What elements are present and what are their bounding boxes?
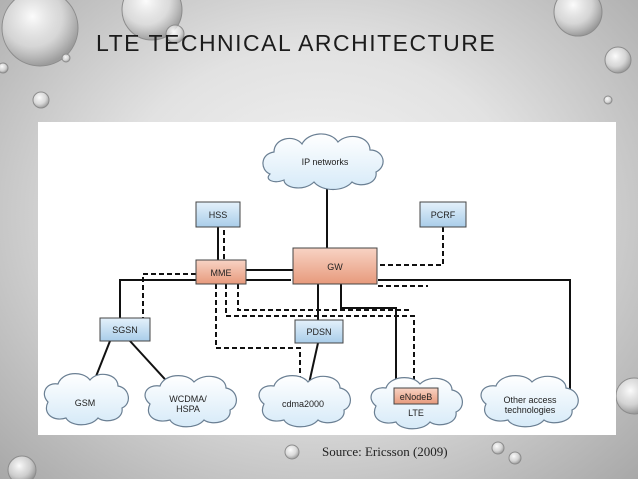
bubble-13 <box>508 451 522 465</box>
dash-pcrf-gw <box>378 227 444 266</box>
other-access-label-line2: technologies <box>505 405 556 415</box>
diagram-panel: IP networks HSS PCRF MME GW <box>38 122 616 435</box>
hss-box: HSS <box>195 201 241 228</box>
bubble-3 <box>165 24 185 44</box>
sgsn-box: SGSN <box>99 317 151 342</box>
enodeb-box: eNodeB <box>393 387 439 405</box>
bubble-14 <box>7 455 37 479</box>
bubble-6 <box>0 62 9 74</box>
line-gw-other <box>378 279 571 392</box>
bubble-7 <box>553 0 603 37</box>
cdma2000-cloud: cdma2000 <box>258 375 351 428</box>
other-access-cloud: Other access technologies <box>480 375 579 428</box>
ip-networks-cloud: IP networks <box>262 133 384 191</box>
wcdma-label-line1: WCDMA/ <box>169 394 207 404</box>
line-gw-enodeb-solid <box>340 284 397 388</box>
wcdma-label-line2: HSPA <box>176 404 200 414</box>
lte-label: LTE <box>408 408 424 418</box>
gsm-cloud: GSM <box>43 373 129 426</box>
ip-networks-label: IP networks <box>302 157 349 167</box>
sgsn-label: SGSN <box>112 325 138 335</box>
hss-label: HSS <box>209 210 228 220</box>
source-caption: Source: Ericsson (2009) <box>322 444 448 459</box>
bubble-10 <box>615 377 638 415</box>
dashed-connections <box>142 222 444 388</box>
bubble-1 <box>1 0 79 67</box>
gw-label: GW <box>327 262 343 272</box>
dash-mme-enodeb <box>225 284 415 388</box>
gw-box: GW <box>292 247 378 285</box>
pcrf-box: PCRF <box>419 201 467 228</box>
mme-label: MME <box>211 268 232 278</box>
enodeb-label: eNodeB <box>400 392 433 402</box>
dash-mme-wcdma <box>215 284 301 388</box>
lte-architecture-diagram: IP networks HSS PCRF MME GW <box>43 133 579 430</box>
dash-mme-enodeb2 <box>237 284 410 311</box>
dash-mme-sgsn <box>142 273 196 318</box>
bubble-8 <box>604 46 632 74</box>
bubble-9 <box>603 95 613 105</box>
solid-connections <box>92 188 571 392</box>
cdma2000-label: cdma2000 <box>282 399 324 409</box>
bubble-11 <box>284 444 300 460</box>
mme-box: MME <box>195 259 247 285</box>
wcdma-hspa-cloud: WCDMA/ HSPA <box>144 375 237 428</box>
bubble-4 <box>32 91 50 109</box>
pdsn-label: PDSN <box>306 327 331 337</box>
line-gw-wcdma <box>119 279 291 318</box>
slide-title: LTE TECHNICAL ARCHITECTURE <box>96 30 497 56</box>
pcrf-label: PCRF <box>431 210 456 220</box>
bubble-5 <box>61 53 71 63</box>
gsm-label: GSM <box>75 398 96 408</box>
other-access-label-line1: Other access <box>503 395 557 405</box>
bubble-12 <box>491 441 505 455</box>
pdsn-box: PDSN <box>294 319 344 344</box>
